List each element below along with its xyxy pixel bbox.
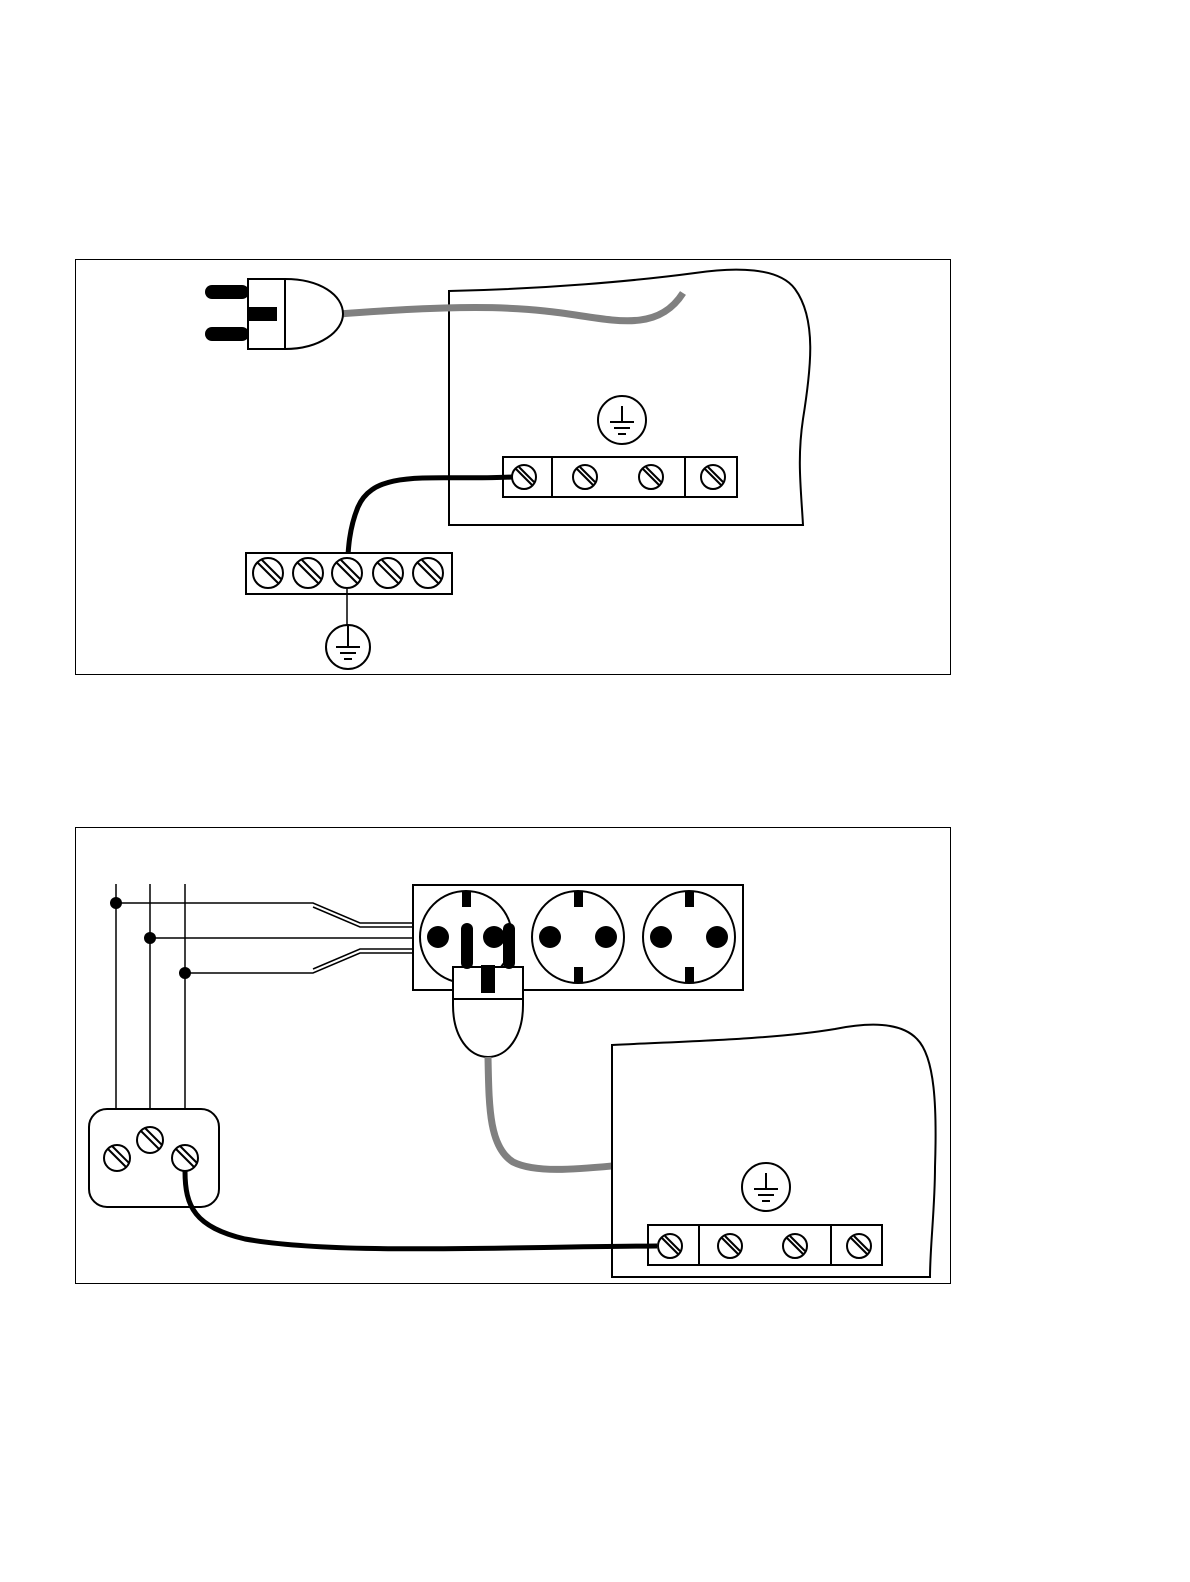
junction-dot	[179, 967, 191, 979]
figure-bottom-panel	[75, 827, 951, 1284]
junction-box	[89, 1109, 219, 1207]
figure-top-svg	[75, 259, 951, 675]
terminal-screw-icon	[573, 465, 597, 489]
terminal-screw-icon	[104, 1145, 130, 1171]
socket-icon	[643, 891, 735, 983]
junction-dot	[110, 897, 122, 909]
terminal-screw-icon	[172, 1145, 198, 1171]
ground-symbol-icon	[742, 1163, 790, 1211]
socket-icon	[532, 891, 624, 983]
terminal-screw-icon	[137, 1127, 163, 1153]
ground-wire	[185, 1171, 657, 1249]
device-terminal-strip	[648, 1225, 882, 1265]
ground-bus-terminal-block	[246, 553, 452, 594]
terminal-screw-icon	[332, 558, 362, 588]
supply-lines	[116, 884, 413, 1147]
terminal-screw-icon	[293, 558, 323, 588]
earth-ground-symbol-icon	[326, 625, 370, 669]
terminal-screw-icon	[783, 1234, 807, 1258]
terminal-screw-icon	[512, 465, 536, 489]
ground-symbol-icon	[598, 396, 646, 444]
device-terminal-strip	[503, 457, 737, 497]
terminal-screw-icon	[413, 558, 443, 588]
terminal-screw-icon	[847, 1234, 871, 1258]
figure-bottom-svg	[75, 827, 951, 1284]
terminal-screw-icon	[701, 465, 725, 489]
terminal-screw-icon	[658, 1234, 682, 1258]
figure-top-panel	[75, 259, 951, 675]
terminal-screw-icon	[639, 465, 663, 489]
terminal-screw-icon	[718, 1234, 742, 1258]
terminal-screw-icon	[253, 558, 283, 588]
junction-dot	[144, 932, 156, 944]
terminal-screw-icon	[373, 558, 403, 588]
plug-icon	[205, 279, 343, 349]
